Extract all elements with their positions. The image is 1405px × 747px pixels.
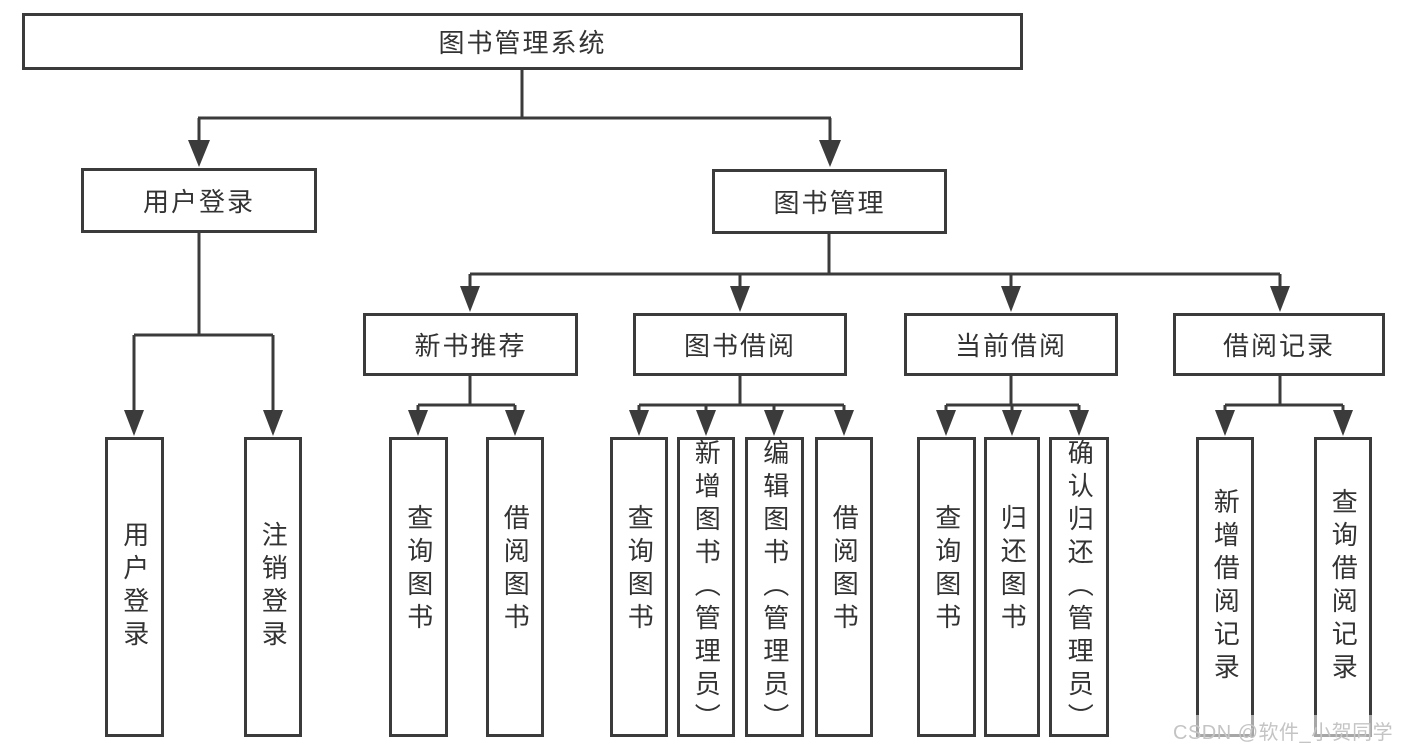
leaf-label: 借阅图书 <box>829 504 860 636</box>
node-label: 图书管理 <box>773 188 886 218</box>
leaf-user-login: 用户登录 <box>105 437 164 737</box>
leaf-label: 借阅图书 <box>500 504 531 636</box>
leaf-label: 查询借阅记录 <box>1328 488 1359 686</box>
leaf-query-borrow-record: 查询借阅记录 <box>1314 437 1372 737</box>
node-label: 借阅记录 <box>1222 331 1335 361</box>
leaf-label: 归还图书 <box>997 504 1028 636</box>
node-current-borrow: 当前借阅 <box>904 313 1118 376</box>
leaf-label: 查询图书 <box>624 504 655 636</box>
leaf-label: 查询图书 <box>403 504 434 636</box>
leaf-label: 编辑图书（管理员） <box>759 438 790 736</box>
leaf-edit-book-admin: 编辑图书（管理员） <box>745 437 804 737</box>
node-user-login: 用户登录 <box>81 168 317 233</box>
node-borrow-records: 借阅记录 <box>1173 313 1385 376</box>
leaf-label: 查询图书 <box>931 504 962 636</box>
node-label: 当前借阅 <box>954 331 1067 361</box>
leaf-return-book: 归还图书 <box>984 437 1040 737</box>
leaf-label: 新增借阅记录 <box>1210 488 1241 686</box>
leaf-label: 注销登录 <box>258 521 289 653</box>
node-book-borrow: 图书借阅 <box>633 313 847 376</box>
leaf-add-book-admin: 新增图书（管理员） <box>677 437 735 737</box>
leaf-logout: 注销登录 <box>244 437 302 737</box>
node-library-system: 图书管理系统 <box>22 13 1023 70</box>
leaf-query-books-current: 查询图书 <box>917 437 976 737</box>
leaf-add-borrow-record: 新增借阅记录 <box>1196 437 1254 737</box>
node-label: 新书推荐 <box>414 331 527 361</box>
leaf-query-books-recommend: 查询图书 <box>389 437 448 737</box>
node-label: 用户登录 <box>142 187 255 217</box>
leaf-label: 新增图书（管理员） <box>691 438 722 736</box>
node-label: 图书管理系统 <box>438 28 607 58</box>
leaf-query-books-borrow: 查询图书 <box>610 437 668 737</box>
node-book-management: 图书管理 <box>712 169 947 234</box>
leaf-borrow-books: 借阅图书 <box>815 437 873 737</box>
node-label: 图书借阅 <box>683 331 796 361</box>
watermark: CSDN @软件_小贺同学 <box>1171 715 1396 746</box>
leaf-confirm-return-admin: 确认归还（管理员） <box>1049 437 1109 737</box>
leaf-label: 确认归还（管理员） <box>1064 438 1095 736</box>
leaf-label: 用户登录 <box>119 521 150 653</box>
node-new-book-recommend: 新书推荐 <box>363 313 578 376</box>
leaf-borrow-books-recommend: 借阅图书 <box>486 437 544 737</box>
